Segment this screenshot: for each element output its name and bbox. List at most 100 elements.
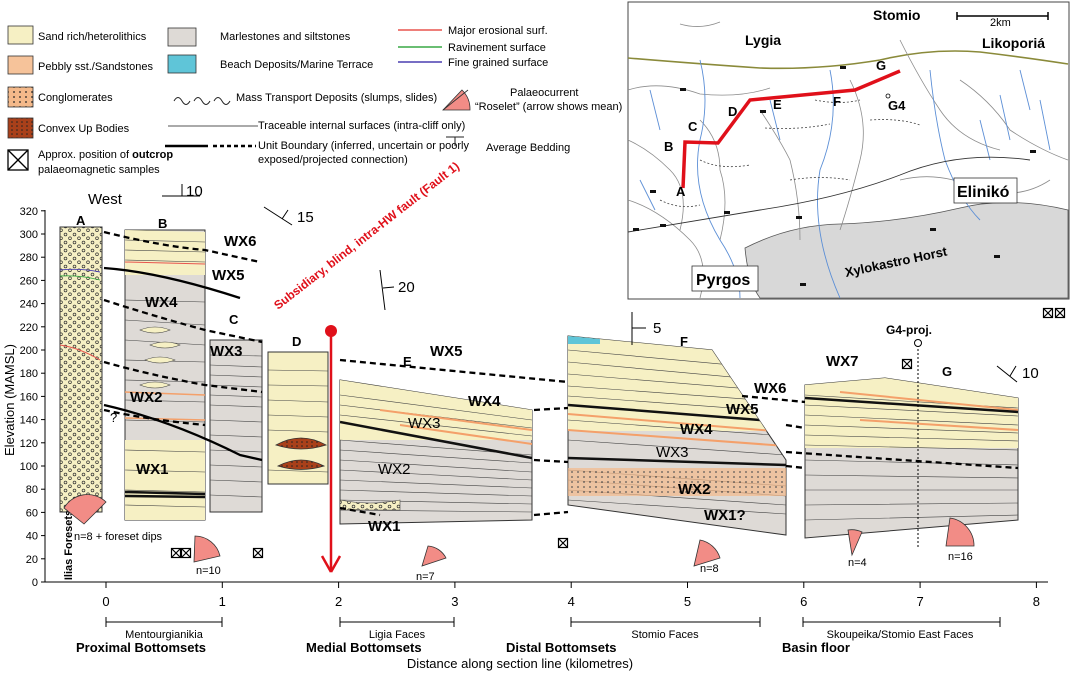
roselet-labels: n=8 + foreset dips n=10 n=7 n=8 n=4 n=16 <box>74 531 973 583</box>
convex-body <box>275 437 327 450</box>
legend-swatch-beach <box>167 54 197 74</box>
zone-distal: Distal Bottomsets <box>506 640 617 655</box>
y-tick-label: 140 <box>20 415 38 427</box>
roselet <box>193 535 221 563</box>
y-axis: 0204060801001201401601802002202402602803… <box>2 206 46 589</box>
y-tick-label: 300 <box>20 229 38 241</box>
map-road <box>627 50 1069 70</box>
unit-wx4: WX4 <box>680 421 713 438</box>
log-b-label: B <box>158 216 167 231</box>
unit-wx3: WX3 <box>656 444 689 461</box>
x-tick-label: 2 <box>335 594 342 609</box>
x-tick-label: 5 <box>684 594 691 609</box>
unit-wx4: WX4 <box>145 294 178 311</box>
outcrop-sample-icon <box>252 547 264 559</box>
legend-swatch-sand <box>7 25 34 45</box>
unit-wx5: WX5 <box>726 401 759 418</box>
west-label: West <box>88 191 123 208</box>
roselet-f-label: n=8 <box>700 563 719 575</box>
outcrop-sample-icon <box>180 547 192 559</box>
unit-wx2: WX2 <box>678 481 711 498</box>
roselet-b-label: n=10 <box>196 565 221 577</box>
unit-wx5: WX5 <box>212 267 245 284</box>
legend-traceable: Traceable internal surfaces (intra-cliff… <box>258 120 465 132</box>
legend-bedding-icon <box>446 136 464 146</box>
legend-bedding: Average Bedding <box>486 142 570 154</box>
x-tick-label: 7 <box>916 594 923 609</box>
map-label-stomio: Stomio <box>873 7 920 23</box>
map-point-f: F <box>833 94 841 109</box>
map-point-g4-marker <box>885 93 891 99</box>
dip-value: 20 <box>398 279 415 296</box>
unit-wx1: WX1 <box>136 461 169 478</box>
legend-pebbly: Pebbly sst./Sandstones <box>38 61 153 73</box>
roselet <box>421 545 447 567</box>
outcrop-sample-icon <box>901 358 913 370</box>
legend-beach: Beach Deposits/Marine Terrace <box>220 59 373 71</box>
y-tick-label: 260 <box>20 275 38 287</box>
g4-label: G4-proj. <box>886 323 932 337</box>
region-labels: Mentourgianikia Ligia Faces Stomio Faces… <box>125 629 974 641</box>
region-brackets <box>105 617 1001 627</box>
dip-value: 10 <box>1022 365 1039 382</box>
y-tick-label: 120 <box>20 438 38 450</box>
map-point-d: D <box>728 104 737 119</box>
bedding-symbols: 10 15 20 5 10 <box>162 183 1039 383</box>
legend-erosional: Major erosional surf. <box>448 25 548 37</box>
dip-value: 10 <box>186 183 203 200</box>
map-section-line <box>681 69 901 189</box>
map-fault <box>627 156 1031 233</box>
legend-sand: Sand rich/heterolithics <box>38 31 147 43</box>
dip-value: 15 <box>297 209 314 226</box>
unit-wx6: WX6 <box>754 380 787 397</box>
y-axis-ticks: 0204060801001201401601802002202402602803… <box>20 206 45 589</box>
y-tick-label: 220 <box>20 322 38 334</box>
unit-labels: WX6 WX5 WX4 WX3 WX2 WX1 WX5 WX4 WX3 WX2 … <box>130 233 859 535</box>
map-label-likoporia: Likoporiá <box>982 35 1045 51</box>
roselet-a-label: n=8 + foreset dips <box>74 531 163 543</box>
y-tick-label: 200 <box>20 345 38 357</box>
question-mark: ? <box>110 410 117 425</box>
map-point-e: E <box>773 97 782 112</box>
map-point-c: C <box>688 119 698 134</box>
x-axis-label: Distance along section line (kilometres) <box>407 656 633 671</box>
outcrop-sample-icon <box>170 547 182 559</box>
roselet-e-label: n=7 <box>416 571 435 583</box>
log-a-label: A <box>76 213 86 228</box>
unit-boundaries <box>103 230 1019 517</box>
map-point-a: A <box>676 184 686 199</box>
roselet <box>945 517 975 547</box>
unit-boundaries-solid <box>103 266 263 462</box>
roselet-g1-label: n=4 <box>848 557 867 569</box>
x-tick-label: 3 <box>451 594 458 609</box>
roselet-g2-label: n=16 <box>948 551 973 563</box>
log-f: F <box>567 334 787 536</box>
legend-swatch-pebbly <box>7 55 34 75</box>
log-d: D <box>267 334 329 485</box>
legend-conglomerates: Conglomerates <box>38 92 113 104</box>
map-point-g: G <box>876 58 886 73</box>
region-stomio: Stomio Faces <box>631 629 699 641</box>
dip-value: 5 <box>653 320 661 337</box>
y-axis-label: Elevation (MAMSL) <box>2 344 17 456</box>
unit-wx3: WX3 <box>210 343 243 360</box>
zone-medial: Medial Bottomsets <box>306 640 422 655</box>
y-tick-label: 0 <box>32 577 38 589</box>
y-tick-label: 160 <box>20 391 38 403</box>
zone-proximal: Proximal Bottomsets <box>76 640 206 655</box>
unit-wx1: WX1? <box>704 507 746 524</box>
x-tick-label: 6 <box>800 594 807 609</box>
legend-ravinement: Ravinement surface <box>448 42 546 54</box>
unit-wx7: WX7 <box>826 353 859 370</box>
map-scale-label: 2km <box>990 17 1011 29</box>
region-ligia: Ligia Faces <box>369 629 426 641</box>
region-skoupeika: Skoupeika/Stomio East Faces <box>827 629 974 641</box>
unit-wx5: WX5 <box>430 343 463 360</box>
convex-body <box>276 459 326 470</box>
log-a: A Ilias Foresets <box>59 213 103 580</box>
roselet <box>693 539 721 567</box>
ilias-foresets-label: Ilias Foresets <box>63 510 75 580</box>
map-dotted-lines <box>659 99 921 208</box>
